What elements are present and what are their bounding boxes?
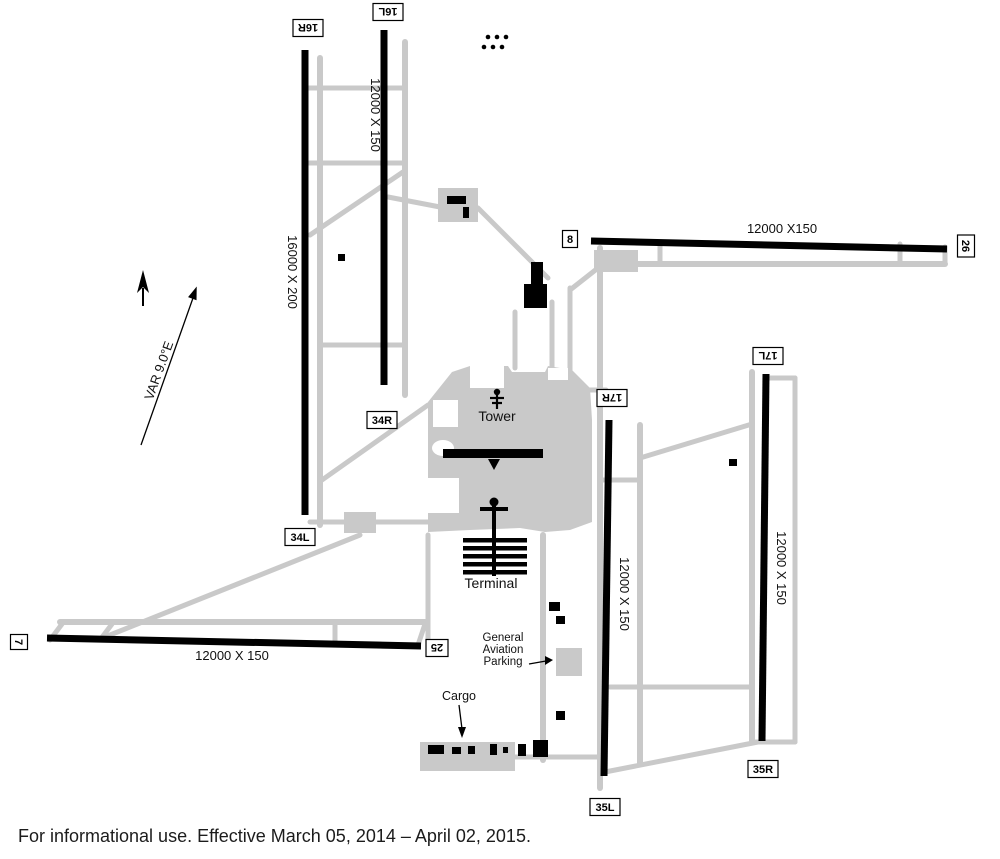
runway-label-34R: 34R bbox=[366, 410, 398, 430]
taxiway bbox=[385, 194, 443, 210]
taxiway bbox=[415, 621, 428, 648]
building bbox=[447, 196, 466, 204]
runway-end-label: 34L bbox=[291, 532, 310, 544]
apron-cutout bbox=[548, 368, 568, 380]
ga-arrow bbox=[528, 660, 547, 665]
buildings-layer bbox=[338, 34, 737, 757]
runway-end-label: 16R bbox=[298, 21, 318, 33]
general-aviation-callout: General Aviation Parking bbox=[483, 632, 553, 668]
building bbox=[463, 207, 469, 218]
runway-end-label: 7 bbox=[12, 639, 24, 645]
building bbox=[556, 711, 565, 720]
runway-dimension: 12000 X 150 bbox=[774, 531, 789, 605]
runway-label-26: 26 bbox=[956, 234, 976, 258]
runway-17R-35L bbox=[600, 419, 613, 777]
effective-date-note: For informational use. Effective March 0… bbox=[18, 826, 531, 846]
apron-pad bbox=[594, 250, 638, 272]
runway-end-label: 26 bbox=[959, 240, 971, 252]
dot-marker bbox=[499, 44, 505, 50]
cargo-arrow bbox=[458, 704, 463, 730]
apron-cutout bbox=[428, 478, 459, 513]
variation-label: VAR 9.0°E bbox=[141, 339, 176, 402]
building bbox=[729, 459, 737, 466]
taxiway bbox=[319, 402, 431, 483]
ga-parking-pad bbox=[556, 648, 582, 676]
runway-label-17L: 17L bbox=[752, 346, 784, 366]
ga-arrowhead bbox=[545, 656, 553, 665]
apron-cutout bbox=[470, 366, 504, 388]
cargo-label: Cargo bbox=[442, 689, 476, 703]
building bbox=[518, 744, 526, 756]
runway-end-label: 17L bbox=[758, 349, 777, 361]
dot-marker bbox=[481, 44, 487, 50]
magnetic-variation-arrow bbox=[140, 286, 197, 446]
building bbox=[549, 602, 560, 611]
runway-label-35L: 35L bbox=[589, 797, 621, 817]
dot-marker bbox=[503, 34, 509, 40]
runway-dimension: 12000 X 150 bbox=[195, 648, 269, 663]
ga-label-line3: Parking bbox=[484, 656, 523, 668]
building bbox=[533, 740, 548, 757]
cargo-building bbox=[490, 744, 497, 755]
ga-label-line2: Aviation bbox=[483, 644, 524, 656]
runway-label-35R: 35R bbox=[747, 759, 779, 779]
apron-cutout bbox=[433, 400, 458, 427]
runway-17L-35R bbox=[758, 373, 770, 742]
terminal-label: Terminal bbox=[465, 575, 518, 591]
runway-7-25 bbox=[46, 634, 422, 650]
runway-end-label: 8 bbox=[567, 234, 573, 246]
apron-pad bbox=[344, 512, 376, 533]
tower-symbol bbox=[490, 388, 504, 409]
runways-layer bbox=[46, 30, 948, 777]
cargo-building bbox=[503, 747, 508, 753]
runway-end-label: 35L bbox=[596, 802, 615, 814]
runway-end-label: 17R bbox=[602, 391, 622, 403]
cargo-building bbox=[452, 747, 461, 754]
taxiway bbox=[307, 169, 406, 238]
runway-label-7: 7 bbox=[9, 633, 29, 651]
cargo-building bbox=[428, 745, 444, 754]
apron-pad bbox=[438, 188, 478, 222]
building bbox=[524, 284, 547, 308]
runway-label-8: 8 bbox=[561, 229, 579, 249]
taxiways-layer bbox=[47, 39, 948, 791]
dot-marker bbox=[494, 34, 500, 40]
cargo-building bbox=[468, 746, 475, 754]
runway-dimension: 12000 X 150 bbox=[617, 557, 632, 631]
aprons-layer bbox=[344, 188, 638, 771]
taxiway bbox=[602, 739, 761, 775]
taxiway bbox=[567, 265, 601, 293]
runway-label-16R: 16R bbox=[292, 18, 324, 38]
building bbox=[338, 254, 345, 261]
runway-dimension: 12000 X150 bbox=[747, 221, 817, 236]
runway-label-16L: 16L bbox=[372, 2, 404, 22]
cargo-callout: Cargo bbox=[442, 689, 476, 738]
runway-8-26 bbox=[590, 237, 948, 253]
building bbox=[531, 262, 543, 286]
runway-end-label: 35R bbox=[753, 764, 773, 776]
runway-end-label: 25 bbox=[431, 641, 443, 653]
runway-label-17R: 17R bbox=[596, 388, 628, 408]
terminal-symbol bbox=[443, 449, 543, 576]
north-arrow bbox=[137, 270, 149, 306]
building bbox=[556, 616, 565, 624]
dot-marker bbox=[485, 34, 491, 40]
taxiway bbox=[637, 421, 755, 461]
tower-label: Tower bbox=[478, 408, 516, 424]
runway-end-label: 34R bbox=[372, 415, 392, 427]
cargo-arrowhead bbox=[458, 727, 466, 738]
dot-marker bbox=[490, 44, 496, 50]
runway-label-34L: 34L bbox=[284, 527, 316, 547]
ga-label-line1: General bbox=[483, 632, 524, 644]
runway-label-25: 25 bbox=[425, 638, 449, 658]
runway-dimension: 16000 X 200 bbox=[285, 235, 300, 309]
taxiway bbox=[102, 532, 363, 640]
runway-dimension: 12000 X 150 bbox=[368, 78, 383, 152]
runway-end-label: 16L bbox=[378, 5, 397, 17]
